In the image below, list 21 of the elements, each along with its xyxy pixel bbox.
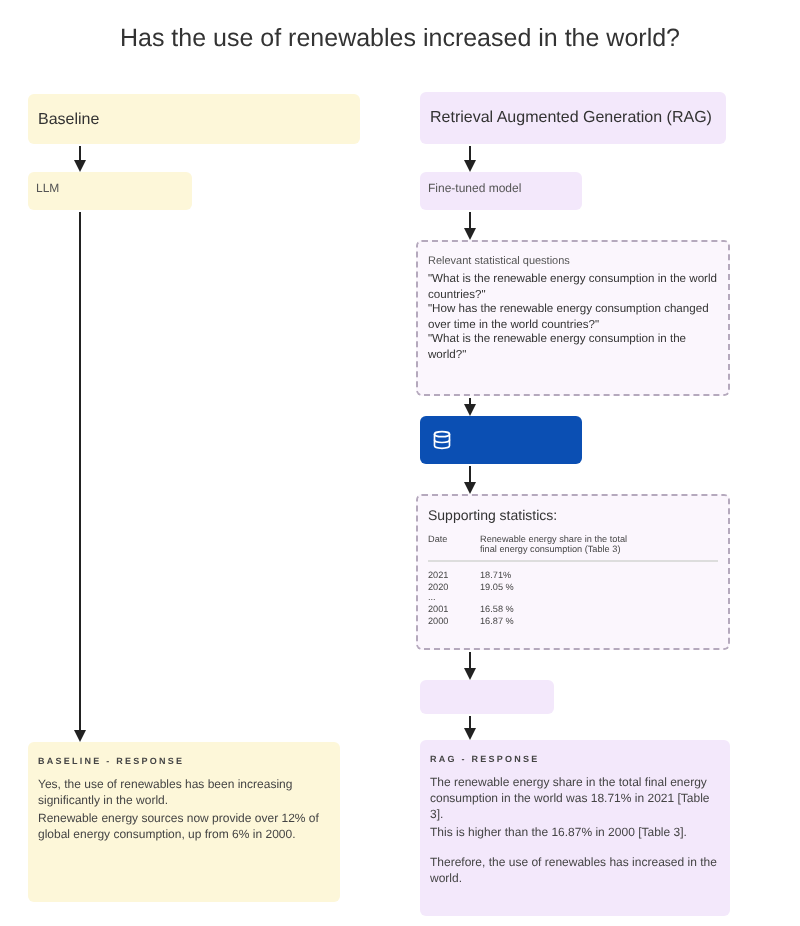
response-box bbox=[420, 740, 730, 916]
arrow bbox=[464, 397, 476, 416]
database-box bbox=[420, 416, 582, 464]
box-heading: Retrieval Augmented Generation (RAG) bbox=[430, 108, 714, 128]
model-box bbox=[28, 172, 192, 210]
box-heading: Baseline bbox=[38, 109, 102, 129]
statistics-box bbox=[416, 494, 730, 650]
diagram-title: Has the use of renewables increased in the world? bbox=[117, 22, 683, 56]
arrow bbox=[74, 145, 86, 172]
arrow bbox=[464, 211, 476, 240]
arrow bbox=[464, 465, 476, 494]
response-box bbox=[28, 742, 340, 902]
questions-box bbox=[416, 240, 730, 396]
arrow bbox=[464, 715, 476, 740]
arrow bbox=[464, 145, 476, 172]
arrow bbox=[74, 211, 86, 742]
column-header bbox=[420, 92, 726, 144]
column-header bbox=[28, 94, 360, 144]
model-box bbox=[420, 172, 582, 210]
model-box bbox=[420, 680, 554, 714]
arrow bbox=[464, 651, 476, 680]
